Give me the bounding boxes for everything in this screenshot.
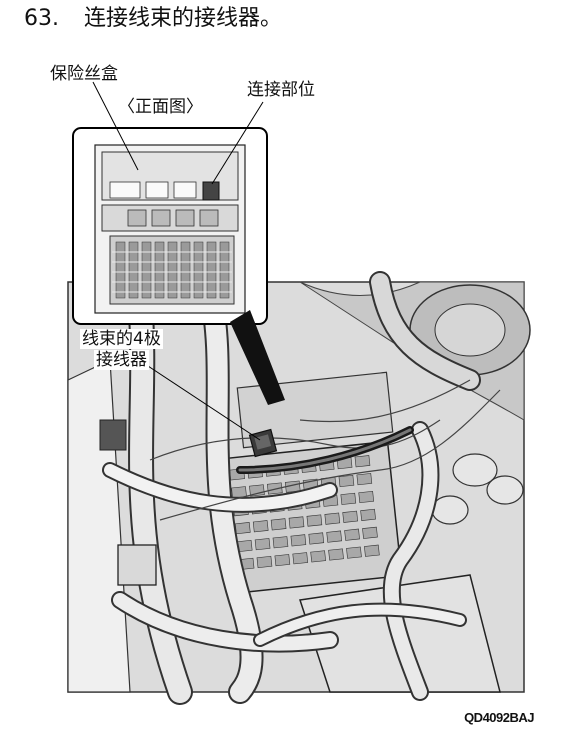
callout-lines	[92, 81, 264, 441]
step-heading: 63. 连接线束的接线器。	[24, 4, 544, 34]
four-pin-connector	[248, 428, 278, 458]
connection-point-label: 连接部位	[247, 80, 315, 100]
inset-connection-point-marker	[202, 181, 220, 201]
step-number: 63.	[24, 6, 59, 31]
fuse-box-label: 保险丝盒	[50, 64, 118, 84]
front-view-label: 〈正面图〉	[118, 97, 203, 117]
figure-code: QD4092BAJ	[464, 710, 534, 725]
step-title: 连接线束的接线器。	[84, 6, 283, 31]
front-view-inset	[72, 127, 268, 325]
inset-pointer	[230, 310, 285, 405]
harness-connector-label-line1: 线束的4极	[80, 329, 163, 349]
harness-connector-label-line2: 接线器	[94, 350, 149, 370]
